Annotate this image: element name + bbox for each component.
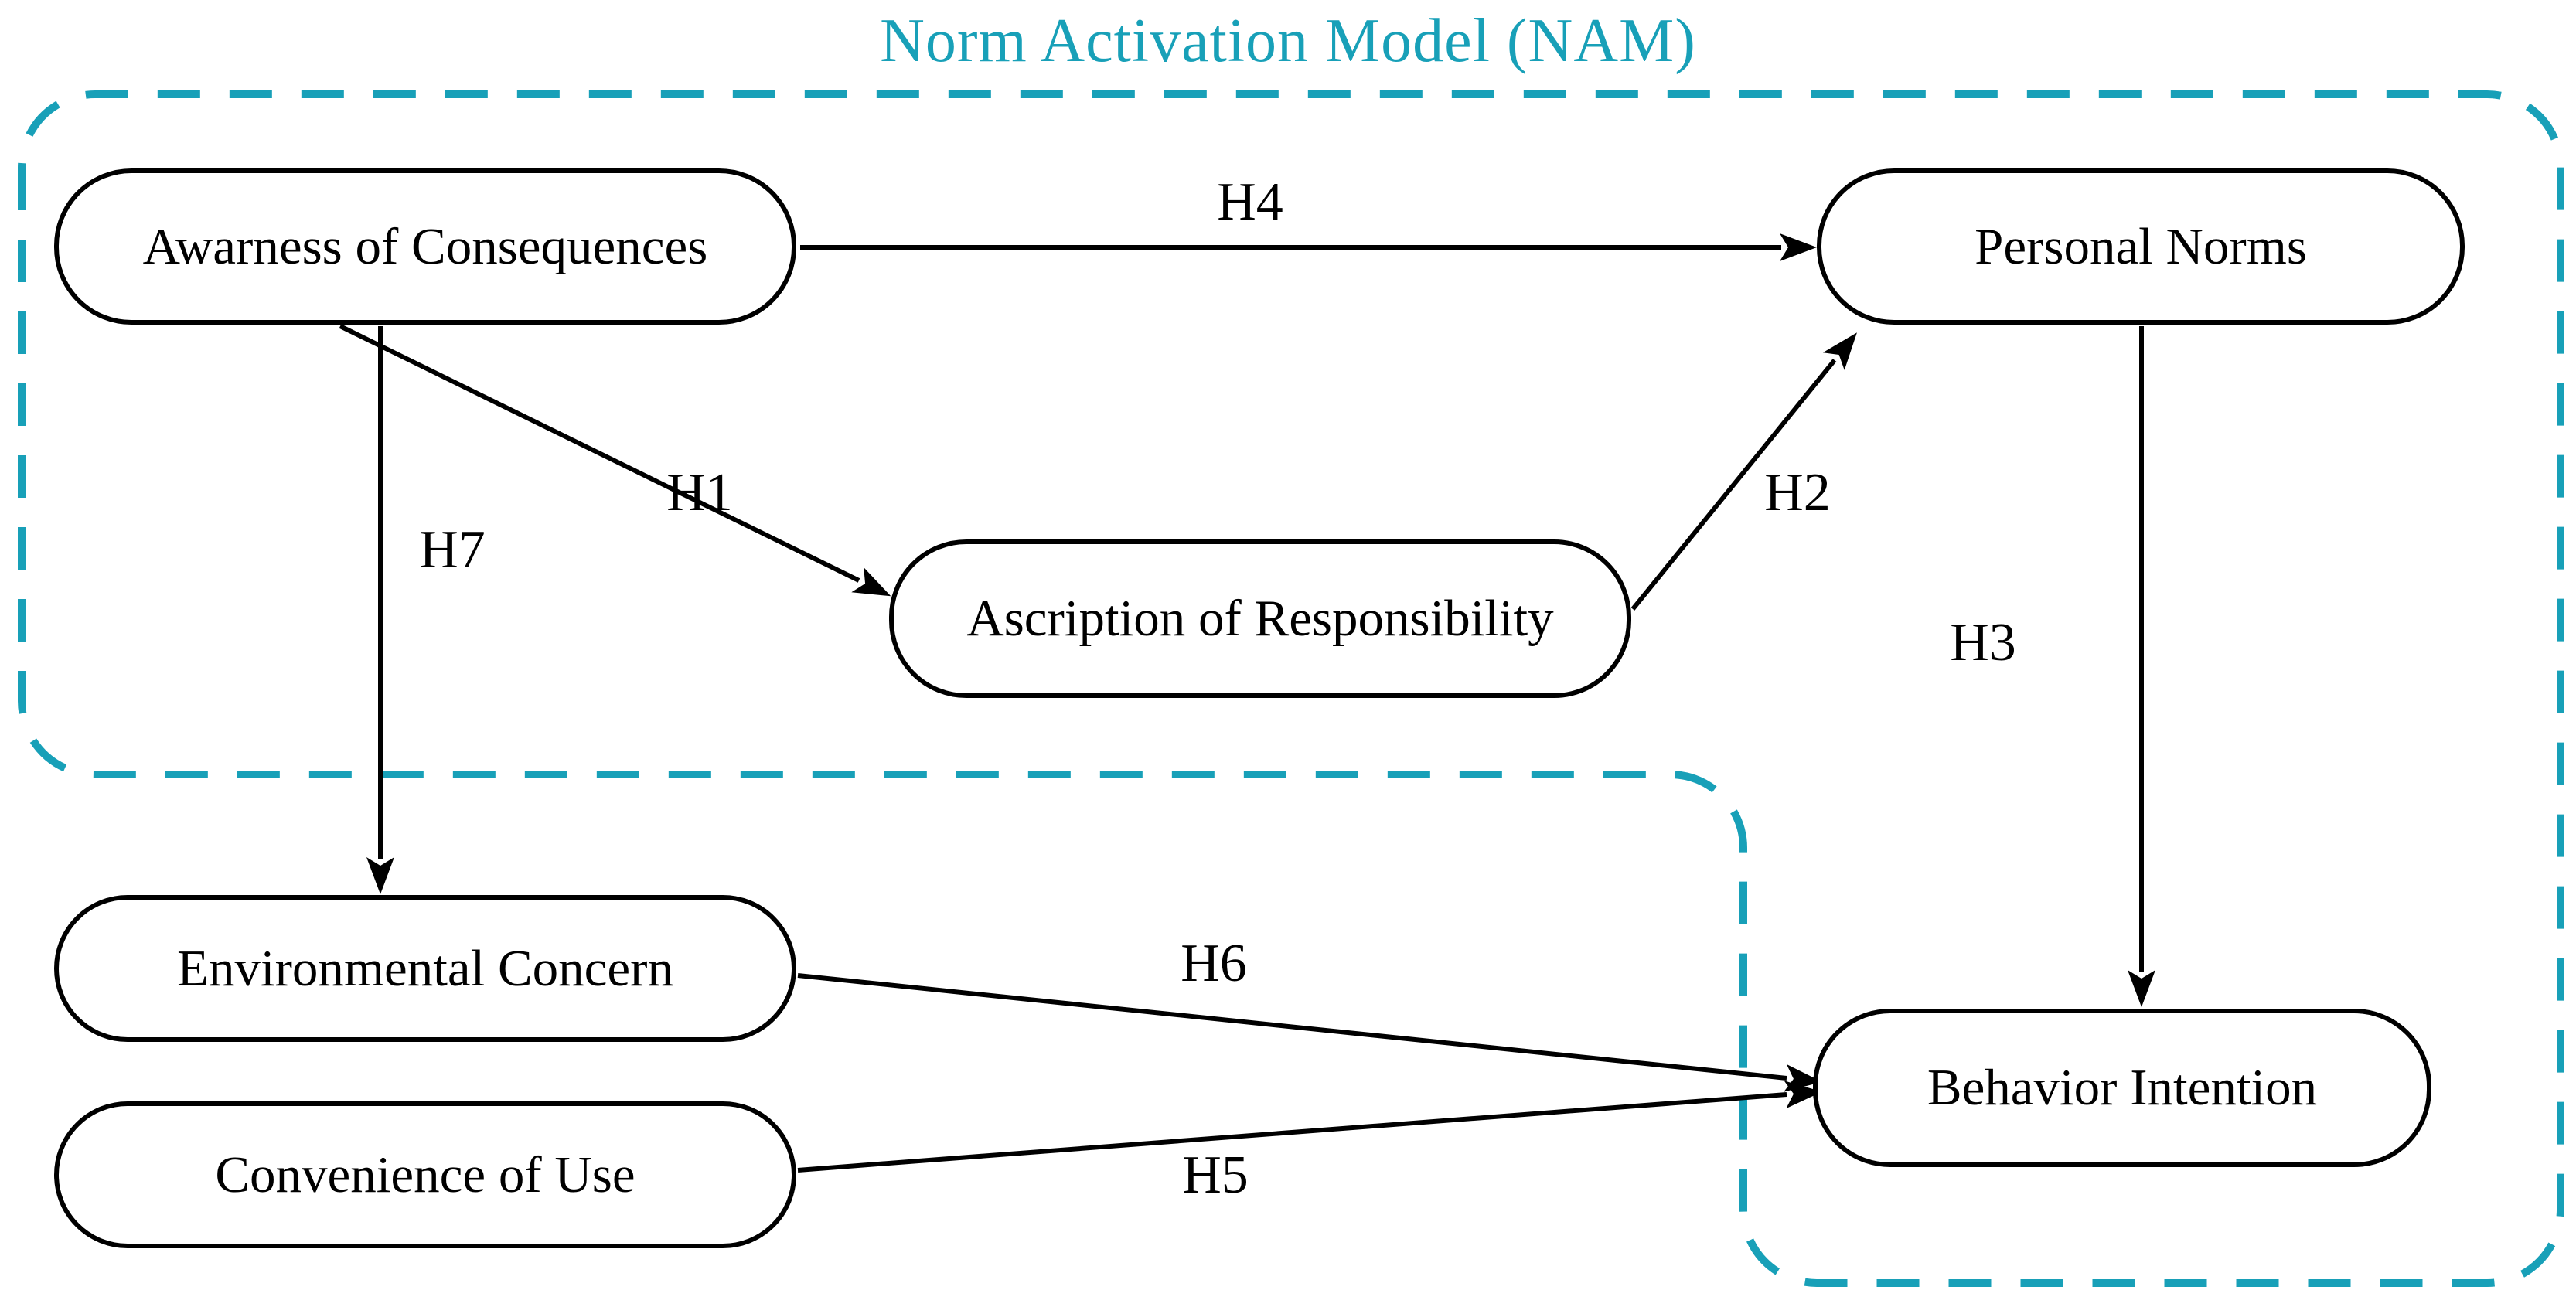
diagram-title: Norm Activation Model (NAM) <box>880 7 1696 75</box>
node-convenience-of-use: Convenience of Use <box>54 1101 796 1248</box>
node-environmental-concern: Environmental Concern <box>54 895 796 1042</box>
node-behavior-intention: Behavior Intention <box>1813 1009 2431 1167</box>
node-label: Convenience of Use <box>215 1145 635 1203</box>
node-personal-norms: Personal Norms <box>1817 168 2465 325</box>
hypothesis-label-h7: H7 <box>419 520 486 580</box>
arrow-h1 <box>339 324 891 597</box>
node-label: Personal Norms <box>1975 217 2307 275</box>
node-label: Environmental Concern <box>177 939 673 997</box>
hypothesis-label-h3: H3 <box>1950 613 2016 672</box>
hypothesis-label-h1: H1 <box>666 463 733 522</box>
node-label: Ascription of Responsibility <box>966 590 1554 647</box>
node-label: Awarness of Consequences <box>142 217 708 275</box>
hypothesis-label-h4: H4 <box>1217 172 1283 232</box>
nam-dashed-boundary <box>18 90 2564 1287</box>
node-label: Behavior Intention <box>1927 1059 2318 1116</box>
hypothesis-label-h6: H6 <box>1181 934 1247 993</box>
node-awareness-of-consequences: Awarness of Consequences <box>54 168 796 325</box>
hypothesis-label-h5: H5 <box>1182 1145 1249 1205</box>
arrow-h5 <box>797 1081 1822 1173</box>
arrow-h6 <box>797 973 1822 1092</box>
arrow-h2 <box>1630 332 1857 611</box>
hypothesis-label-h2: H2 <box>1764 463 1831 522</box>
node-ascription-of-responsibility: Ascription of Responsibility <box>889 539 1631 698</box>
